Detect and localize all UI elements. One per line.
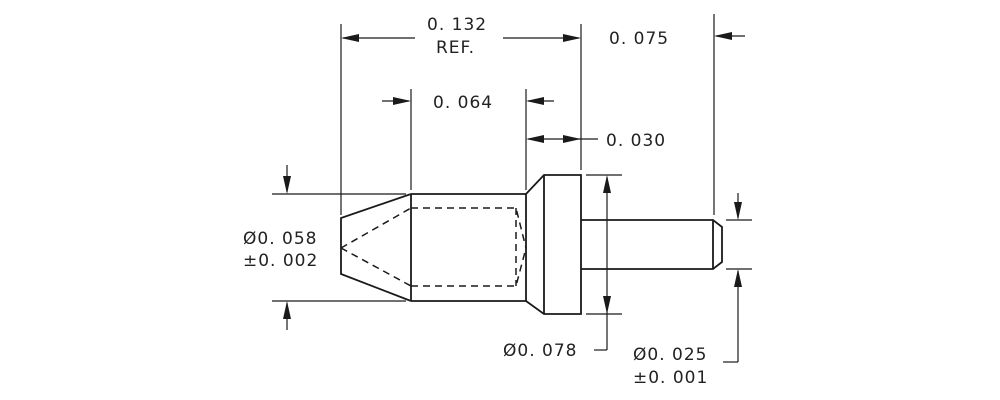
pin-length-label: 0. 075 bbox=[609, 29, 669, 49]
dim-body-length: 0. 064 bbox=[382, 89, 554, 190]
hidden-bore-top bbox=[411, 207, 527, 249]
flange-diameter-label: Ø0. 078 bbox=[503, 341, 577, 361]
arrow-pin-bottom bbox=[734, 269, 742, 287]
arrow-flange-top bbox=[603, 175, 611, 193]
arrow-into-right bbox=[526, 97, 544, 105]
hidden-cone-top bbox=[340, 207, 412, 249]
dim-flange-thickness: 0. 030 bbox=[526, 131, 666, 151]
flange-thickness-label: 0. 030 bbox=[606, 131, 666, 151]
arrow-flange-left bbox=[526, 135, 544, 143]
pin-diameter-tolerance: ±0. 001 bbox=[633, 368, 708, 388]
body-length-label: 0. 064 bbox=[433, 93, 493, 113]
dim-flange-diameter: Ø0. 078 bbox=[503, 174, 622, 361]
arrow-pin-top bbox=[734, 202, 742, 220]
arrow-into-left bbox=[393, 97, 411, 105]
body-diameter-label: Ø0. 058 bbox=[243, 229, 317, 249]
arrow-flange-bottom bbox=[603, 296, 611, 314]
pin-diameter-label: Ø0. 025 bbox=[633, 345, 707, 365]
main-body bbox=[411, 193, 527, 302]
arrow-pin-length bbox=[714, 32, 732, 40]
arrow-right bbox=[563, 34, 581, 42]
cone-tip bbox=[340, 193, 412, 302]
pin bbox=[581, 219, 723, 270]
dim-pin-length: 0. 075 bbox=[609, 14, 745, 215]
hidden-bore-bottom bbox=[411, 247, 527, 287]
overall-length-ref-note: REF. bbox=[436, 38, 475, 58]
overall-length-label: 0. 132 bbox=[427, 15, 487, 35]
dim-body-diameter: Ø0. 058 ±0. 002 bbox=[243, 165, 406, 330]
hidden-lines bbox=[340, 207, 527, 287]
dim-pin-diameter: Ø0. 025 ±0. 001 bbox=[633, 193, 752, 388]
arrow-left bbox=[341, 34, 359, 42]
flange bbox=[525, 174, 582, 315]
arrow-body-top bbox=[283, 176, 291, 194]
hidden-cone-bottom bbox=[340, 247, 412, 287]
part-outline bbox=[340, 174, 723, 315]
arrow-body-bottom bbox=[283, 301, 291, 319]
arrow-flange-right bbox=[563, 135, 581, 143]
body-diameter-tolerance: ±0. 002 bbox=[243, 251, 318, 271]
dim-overall-length: 0. 132 REF. bbox=[340, 15, 582, 215]
